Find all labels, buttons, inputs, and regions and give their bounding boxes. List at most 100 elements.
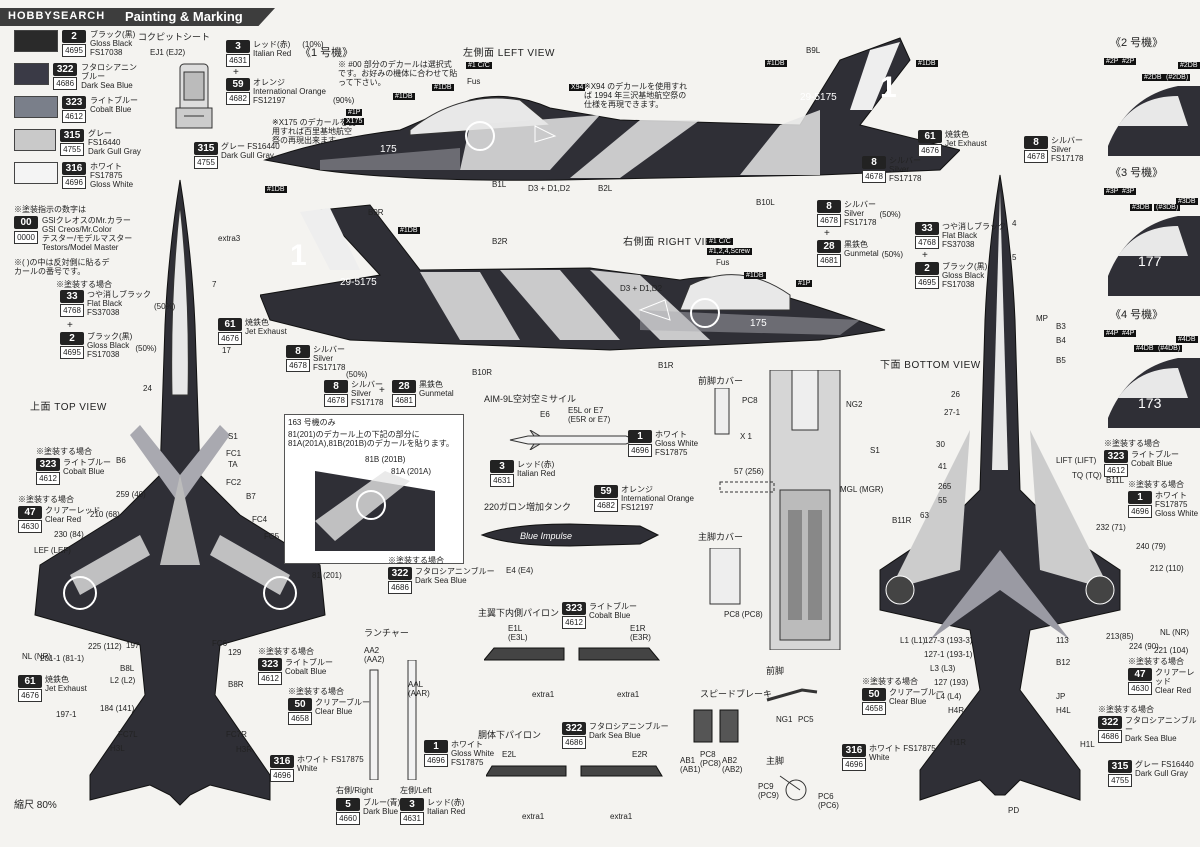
d3-label: D3 + D1,D2 [528, 184, 571, 193]
paint-number: 323 [1104, 450, 1128, 463]
paint-number: 5 [336, 798, 360, 811]
paint-code: 4678 [862, 170, 886, 183]
label-184: 184 (141) [100, 704, 135, 713]
ab2-label-b: (AB2) [722, 765, 743, 774]
label-129: 129 [228, 648, 242, 657]
tag-3db: #3DB [1130, 204, 1152, 211]
paint-jp: シルバー [313, 345, 345, 354]
paint-jp: ホワイト [90, 162, 122, 171]
pc5-label: PC5 [798, 715, 814, 724]
tag-3db-b: (#3DB) [1154, 204, 1181, 211]
paint-en: Gloss White [1155, 509, 1199, 518]
paint-code: 4696 [842, 758, 866, 771]
label-30: 30 [936, 440, 945, 449]
b12-label: B12 [1056, 658, 1071, 667]
legend-line-1: GSIクレオスのMr.カラー [42, 216, 131, 225]
no2-nose-drawing: 128 [1108, 86, 1200, 156]
label-24: 24 [143, 384, 152, 393]
tag-1db: #1DB [265, 186, 287, 193]
no3-nose-drawing: 177 [1108, 216, 1200, 296]
right-view-title: 右側面 RIGHT VIEW [623, 237, 723, 248]
callout-prefix: ※塗装する場合 [18, 495, 74, 504]
paint-jp: フタロシアニンブルー [589, 722, 669, 731]
paint-jp: ブラック(黒) [90, 30, 136, 39]
aim-9l-drawing [509, 430, 638, 450]
paint-fs: FS17178 [889, 174, 922, 183]
paint-jp: ホワイト [451, 740, 483, 749]
label-197-1: 197-1 [56, 710, 77, 719]
bottom-view-title: 下面 BOTTOM VIEW [880, 360, 981, 371]
decal-163-drawing [315, 471, 435, 551]
paint-jp: オレンジ [621, 485, 653, 494]
jp-label: JP [1056, 692, 1066, 701]
tag-3p: #3P [1104, 188, 1121, 195]
b2l-label: B2L [598, 184, 613, 193]
paint-code: 4678 [817, 214, 841, 227]
label-26: 26 [951, 390, 960, 399]
l4-label: L4 (L4) [936, 692, 962, 701]
nl-bottom-label: NL (NR) [1160, 628, 1190, 637]
fuselage-underside-drawing [769, 370, 841, 650]
plus-sign: + [233, 67, 239, 78]
paint-jp: ライトブルー [90, 96, 138, 105]
header-title: Painting & Marking [125, 9, 243, 24]
legend-box: ※塗装指示の数字は 00 0000 GSIクレオスのMr.カラー GSI Cre… [14, 205, 144, 276]
paint-number: 3 [490, 460, 514, 473]
ng2-label: NG2 [846, 400, 863, 409]
paint-number: 323 [562, 602, 586, 615]
paint-jp: ブラック(黒) [942, 262, 988, 271]
fc1-label: FC1 [226, 449, 242, 458]
paint-number: 316 [270, 755, 294, 768]
paint-fs: FS17038 [87, 350, 120, 359]
paint-jp: ブラック(黒) [87, 332, 133, 341]
paint-number: 61 [918, 130, 942, 143]
tag-screw: #1,2,4,Screw [707, 248, 752, 255]
paint-code: 4660 [336, 812, 360, 825]
paint-number: 47 [18, 506, 42, 519]
label-127-1: 127-1 (193-1) [924, 650, 973, 659]
tag-4p: #4P [1104, 330, 1121, 337]
paint-en: Dark Sea Blue [415, 576, 467, 585]
plus-sign: + [922, 250, 928, 261]
cockpit-seat-title: コクピットシート [138, 32, 211, 42]
legend-testors-box: 0000 [14, 231, 38, 244]
paint-jp: グレー FS16440 [221, 142, 280, 151]
paint-code: 4678 [1024, 150, 1048, 163]
aar-label: AAL [408, 680, 424, 689]
tag-x94: X94 [569, 84, 586, 91]
paint-code: 4696 [424, 754, 448, 767]
paint-number: 323 [258, 658, 282, 671]
paint-number: 8 [1024, 136, 1048, 149]
paint-jp: レッド(赤) [427, 798, 465, 807]
paint-code: 4658 [288, 712, 312, 725]
paint-en: Flat Black [87, 299, 123, 308]
paint-code: 4631 [490, 474, 514, 487]
roundel-top-right [263, 576, 297, 610]
h3l-label: H3L [110, 744, 125, 753]
paint-number: 50 [288, 698, 312, 711]
pc8-label: PC8 [742, 396, 758, 405]
pc9-label-b: (PC9) [758, 791, 779, 800]
body-pylon-drawing [486, 765, 663, 777]
top-view-title: 上面 TOP VIEW [30, 402, 107, 413]
paint-en: Dark Sea Blue [81, 81, 133, 90]
b1r-label: B1R [658, 361, 674, 370]
wing-pylon-drawing [484, 647, 661, 661]
aa2-label-b: (AA2) [364, 655, 385, 664]
label-127: 127 (193) [934, 678, 969, 687]
tq-label: TQ (TQ) [1072, 471, 1102, 480]
b8l-label: B8L [120, 664, 135, 673]
paint-code: 4686 [1098, 730, 1122, 743]
paint-code: 4676 [218, 332, 242, 345]
label-81: 81 (201) [312, 571, 342, 580]
nose-number-right: 175 [750, 318, 767, 329]
label-213: 213(85) [1106, 632, 1134, 641]
